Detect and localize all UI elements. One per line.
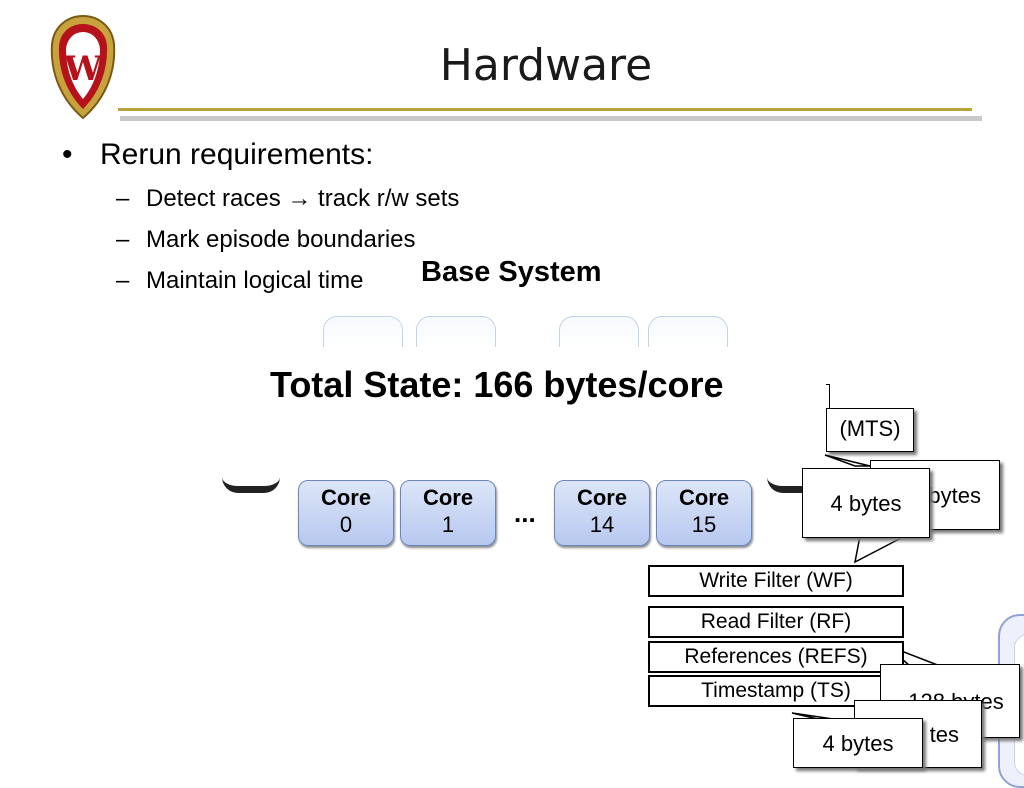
- core-label: Core: [320, 485, 372, 510]
- interconnect-left-end: [222, 470, 280, 493]
- callout-mts: (MTS): [826, 408, 914, 452]
- core-14: Core 14: [554, 480, 650, 546]
- subitem-detect-races: –Detect races → track r/w sets: [116, 185, 459, 213]
- dash: –: [116, 267, 130, 294]
- bullet-rerun-requirements: • Rerun requirements:: [62, 138, 373, 172]
- subitem-episode-boundaries: –Mark episode boundaries: [116, 226, 416, 254]
- callout-four-bytes-top: 4 bytes: [802, 468, 930, 538]
- core-number: 14: [589, 512, 615, 537]
- base-system-title: Base System: [421, 256, 602, 288]
- pointer-four-bytes-top: [853, 535, 906, 564]
- faded-core-top: [559, 316, 639, 347]
- core-number: 1: [441, 512, 455, 537]
- faded-core-top: [648, 316, 728, 347]
- core-label: Core: [422, 485, 474, 510]
- callout-four-bytes-bottom: 4 bytes: [793, 718, 923, 768]
- register-read-filter: Read Filter (RF): [648, 606, 904, 638]
- bullet-marker: •: [62, 138, 73, 171]
- register-references: References (REFS): [648, 641, 904, 673]
- core-number: 0: [339, 512, 353, 537]
- core-1: Core 1: [400, 480, 496, 546]
- faded-core-top: [416, 316, 496, 347]
- faded-core-top: [323, 316, 403, 347]
- register-write-filter: Write Filter (WF): [648, 565, 904, 597]
- callout-edge: [826, 384, 830, 410]
- crest-letter: W: [63, 49, 103, 89]
- university-crest-logo: W: [48, 14, 118, 120]
- subitem-text: Mark episode boundaries: [146, 226, 416, 253]
- slide-title: Hardware: [439, 40, 653, 91]
- subitem-logical-time: –Maintain logical time: [116, 267, 363, 295]
- core-label: Core: [678, 485, 730, 510]
- core-label: Core: [576, 485, 628, 510]
- interconnect-right-end: [767, 470, 827, 493]
- bullet-text: Rerun requirements:: [100, 138, 374, 171]
- subitem-text: Detect races → track r/w sets: [146, 185, 460, 212]
- core-0: Core 0: [298, 480, 394, 546]
- title-underline-shadow: [120, 116, 982, 121]
- subitem-text: Maintain logical time: [146, 267, 364, 294]
- core-number: 15: [691, 512, 717, 537]
- total-state-title: Total State: 166 bytes/core: [270, 364, 724, 405]
- title-underline: [118, 108, 972, 111]
- dash: –: [116, 185, 130, 212]
- dash: –: [116, 226, 130, 253]
- core-ellipsis: ...: [514, 498, 536, 528]
- core-15: Core 15: [656, 480, 752, 546]
- pointer-mts: [824, 454, 871, 467]
